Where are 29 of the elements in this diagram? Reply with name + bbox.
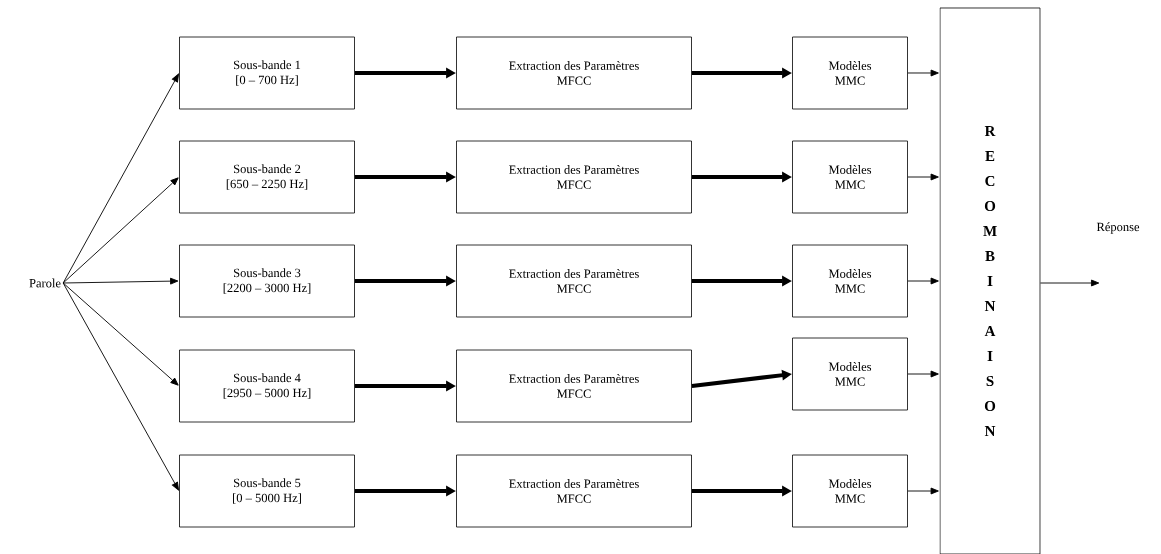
arrow <box>907 487 939 495</box>
process-box: Extraction des Paramètres MFCC <box>456 244 692 318</box>
process-box: Extraction des Paramètres MFCC <box>456 140 692 214</box>
output-label: Réponse <box>1096 222 1140 234</box>
input-label: Parole <box>29 278 61 288</box>
arrow <box>62 177 179 284</box>
arrow <box>907 370 939 378</box>
process-box: Extraction des Paramètres MFCC <box>456 454 692 528</box>
arrow <box>62 282 179 386</box>
process-box: Sous-bande 1 [0 – 700 Hz] <box>179 36 355 110</box>
process-box: Sous-bande 4 [2950 – 5000 Hz] <box>179 349 355 423</box>
arrow <box>907 69 939 77</box>
process-box: Modèles MMC <box>792 244 908 318</box>
arrow <box>62 73 179 284</box>
arrow <box>62 277 179 285</box>
arrow <box>62 282 179 491</box>
process-box: Extraction des Paramètres MFCC <box>456 36 692 110</box>
process-box: Extraction des Paramètres MFCC <box>456 349 692 423</box>
arrow <box>907 173 939 181</box>
process-box: Sous-bande 3 [2200 – 3000 Hz] <box>179 244 355 318</box>
recombination-box: R E C O M B I N A I S O N <box>939 7 1041 554</box>
process-box: Modèles MMC <box>792 140 908 214</box>
process-box: Sous-bande 2 [650 – 2250 Hz] <box>179 140 355 214</box>
process-box: Sous-bande 5 [0 – 5000 Hz] <box>179 454 355 528</box>
arrow <box>907 277 939 285</box>
process-box: Modèles MMC <box>792 454 908 528</box>
process-box: Modèles MMC <box>792 36 908 110</box>
process-box: Modèles MMC <box>792 337 908 411</box>
arrow <box>1039 279 1100 287</box>
